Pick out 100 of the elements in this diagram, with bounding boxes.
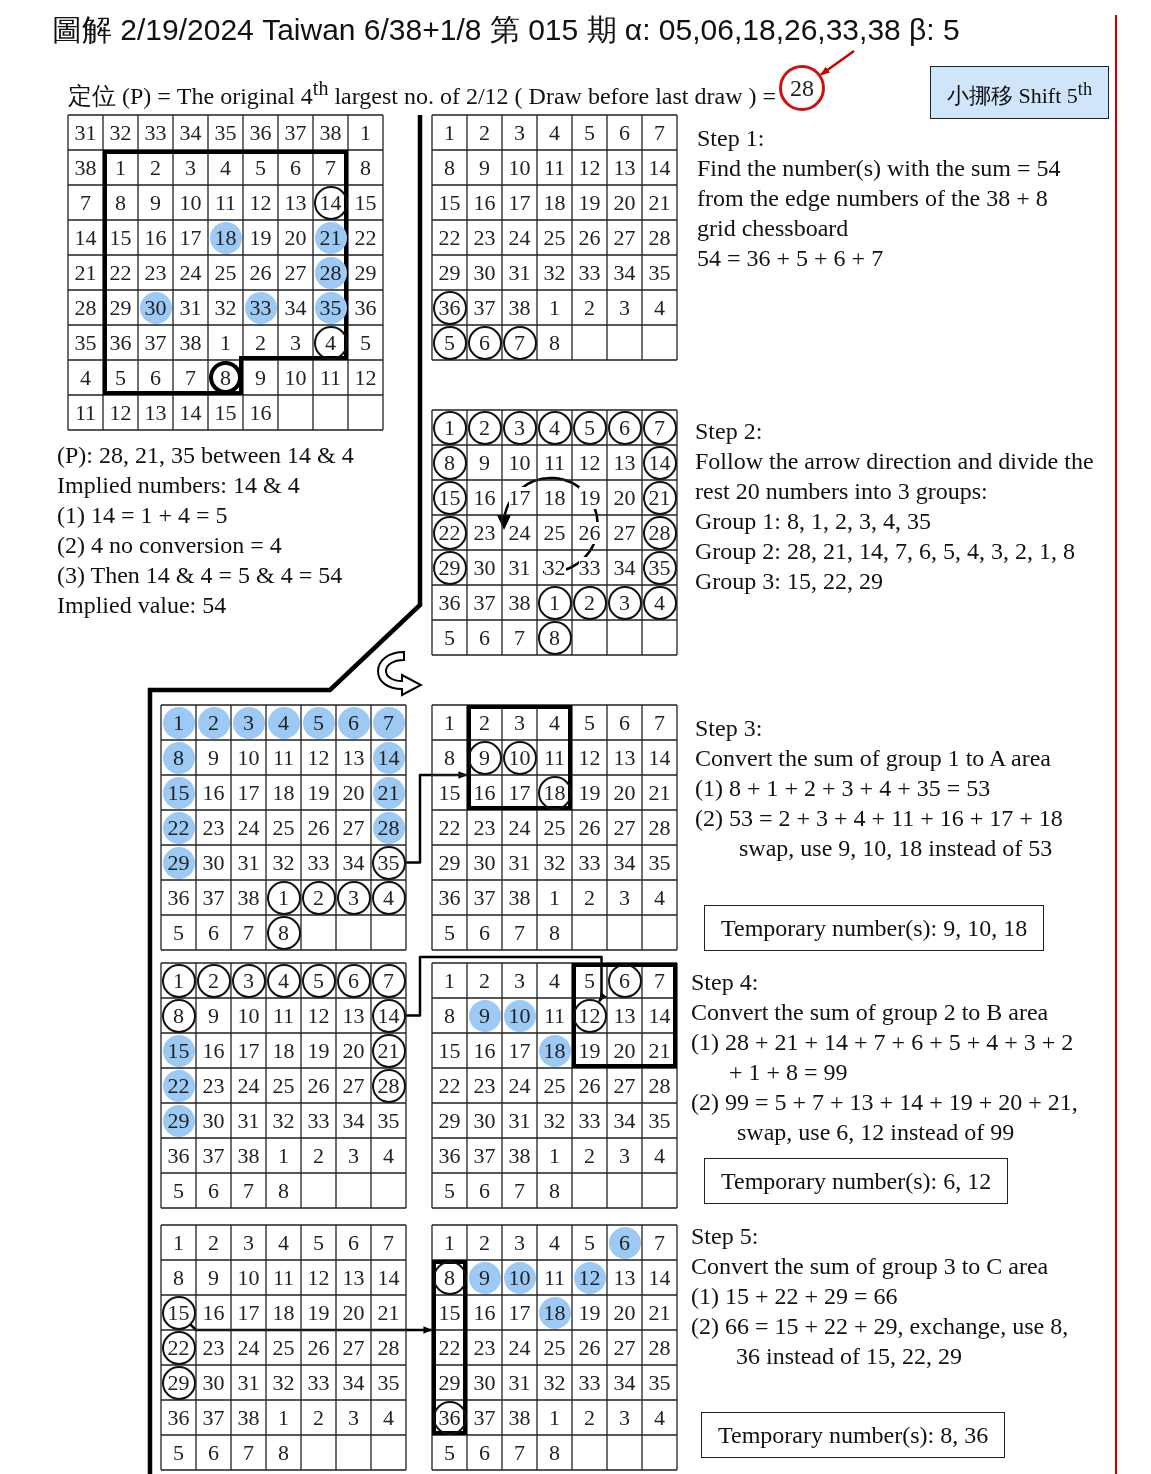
highlighted-number: 8 <box>162 741 195 774</box>
circled-number: 3 <box>336 880 371 915</box>
circled-number: 3 <box>231 963 266 998</box>
highlighted-number: 14 <box>372 741 405 774</box>
circled-number: 2 <box>196 963 231 998</box>
circled-number: 5 <box>301 963 336 998</box>
circled-number: 14 <box>313 185 348 220</box>
note-text: (1) 14 = 1 + 4 = 5 <box>57 501 228 530</box>
circled-number: 10 <box>502 740 537 775</box>
step-text: Find the number(s) with the sum = 54 from the edge numbers of the 38 + 8 grid chessboard <box>697 154 1062 243</box>
circled-number: 12 <box>572 998 607 1033</box>
note-text: (P): 28, 21, 35 between 14 & 4 <box>57 441 354 470</box>
number-grid <box>68 115 383 430</box>
circled-number: 4 <box>642 585 677 620</box>
highlighted-number: 29 <box>162 846 195 879</box>
step-heading: Step 2: <box>695 417 763 446</box>
circled-number: 2 <box>467 410 502 445</box>
step-text: Group 2: 28, 21, 14, 7, 6, 5, 4, 3, 2, 1, 8 <box>695 537 1075 566</box>
highlighted-number: 1 <box>162 706 195 739</box>
highlighted-number: 15 <box>162 776 195 809</box>
circled-number: 6 <box>467 325 502 360</box>
step-text: (1) 15 + 22 + 29 = 66 <box>691 1282 898 1311</box>
grid-number: 17 <box>508 486 531 509</box>
circled-number: 2 <box>301 880 336 915</box>
circled-number: 29 <box>432 550 467 585</box>
step-text: Group 3: 15, 22, 29 <box>695 567 883 596</box>
highlighted-number: 4 <box>267 706 300 739</box>
circled-number: 9 <box>467 740 502 775</box>
note-text: (2) 4 no conversion = 4 <box>57 531 282 560</box>
circled-number: 28 <box>371 1068 406 1103</box>
highlighted-number: 21 <box>372 776 405 809</box>
step-text: (1) 28 + 21 + 14 + 7 + 6 + 5 + 4 + 3 + 2 + 1 + 8 = 99 <box>691 1028 1075 1087</box>
step-text: (2) 66 = 15 + 22 + 29, exchange, use 8, 36 instead of 15, 22, 29 <box>691 1312 1070 1371</box>
step-text: Convert the sum of group 3 to C area <box>691 1252 1049 1281</box>
circled-number: 21 <box>371 1033 406 1068</box>
circled-number: 29 <box>161 1365 196 1400</box>
step-text: (2) 53 = 2 + 3 + 4 + 11 + 16 + 17 + 18 swap, use 9, 10, 18 instead of 53 <box>695 804 1064 863</box>
circled-number: 2 <box>572 585 607 620</box>
step-text: Follow the arrow direction and divide the rest 20 numbers into 3 groups: <box>695 447 1095 506</box>
circled-number: 6 <box>607 410 642 445</box>
step-text: (1) 8 + 1 + 2 + 3 + 4 + 35 = 53 <box>695 774 991 803</box>
highlighted-number: 18 <box>538 1296 571 1329</box>
circled-number: 14 <box>642 445 677 480</box>
highlighted-number: 9 <box>468 1261 501 1294</box>
highlighted-number: 21 <box>314 221 347 254</box>
highlighted-number: 5 <box>302 706 335 739</box>
shift-label-box: 小挪移 Shift 5$^{th}$ <box>930 66 1110 120</box>
result-box: Temporary number(s): 8, 36 <box>701 1412 1006 1458</box>
highlighted-number: 9 <box>468 999 501 1032</box>
step-text: Group 1: 8, 1, 2, 3, 4, 35 <box>695 507 931 536</box>
highlighted-number: 35 <box>314 291 347 324</box>
circled-number: 4 <box>537 410 572 445</box>
circled-number: 22 <box>432 515 467 550</box>
outlined-area <box>432 1260 467 1435</box>
number-grid <box>161 963 406 1208</box>
circled-number: 1 <box>161 963 196 998</box>
circled-number: 36 <box>432 1400 467 1435</box>
highlighted-number: 18 <box>538 1034 571 1067</box>
circled-number: 7 <box>642 410 677 445</box>
number-grid <box>432 1225 677 1470</box>
circled-number: 5 <box>572 410 607 445</box>
step-text: (2) 99 = 5 + 7 + 13 + 14 + 19 + 20 + 21, swap, use 6, 12 instead of 99 <box>691 1088 1079 1147</box>
number-grid <box>161 1225 406 1470</box>
step-heading: Step 1: <box>697 124 765 153</box>
highlighted-number: 22 <box>162 811 195 844</box>
highlighted-number: 6 <box>608 1226 641 1259</box>
highlighted-number: 28 <box>372 811 405 844</box>
result-box: Temporary number(s): 6, 12 <box>704 1158 1009 1204</box>
number-grid <box>432 410 677 655</box>
highlighted-number: 3 <box>232 706 265 739</box>
grid-number: 26 <box>578 521 601 544</box>
circled-number: 5 <box>432 325 467 360</box>
title: 圖解 2/19/2024 Taiwan 6/38+1/8 第 015 期 α: 05,06,18,26,33,38 β: 5 <box>52 12 960 48</box>
circled-number: 3 <box>502 410 537 445</box>
highlighted-number: 15 <box>162 1034 195 1067</box>
circled-number: 8 <box>432 445 467 480</box>
circled-number: 4 <box>313 325 348 360</box>
highlighted-number: 30 <box>139 291 172 324</box>
note-text: Implied numbers: 14 & 4 <box>57 471 300 500</box>
circled-number: 21 <box>642 480 677 515</box>
highlighted-number: 18 <box>209 221 242 254</box>
circled-number: 8 <box>432 1260 467 1295</box>
number-grid <box>432 115 677 360</box>
circled-number: 8 <box>161 998 196 1033</box>
circled-number: 3 <box>607 585 642 620</box>
highlighted-number: 7 <box>372 706 405 739</box>
circled-number: 1 <box>537 585 572 620</box>
circled-number: 6 <box>607 963 642 998</box>
outlined-area <box>103 150 348 395</box>
step-heading: Step 3: <box>695 714 763 743</box>
circled-number: 28 <box>779 65 825 111</box>
step-text: Convert the sum of group 2 to B area <box>691 998 1049 1027</box>
highlighted-number: 10 <box>503 1261 536 1294</box>
circled-number: 28 <box>642 515 677 550</box>
step-text: Convert the sum of group 1 to A area <box>695 744 1051 773</box>
highlighted-number: 6 <box>337 706 370 739</box>
highlighted-number: 12 <box>573 1261 606 1294</box>
note-text: (3) Then 14 & 4 = 5 & 4 = 54 <box>57 561 343 590</box>
circled-number: 15 <box>432 480 467 515</box>
circled-number: 7 <box>502 325 537 360</box>
